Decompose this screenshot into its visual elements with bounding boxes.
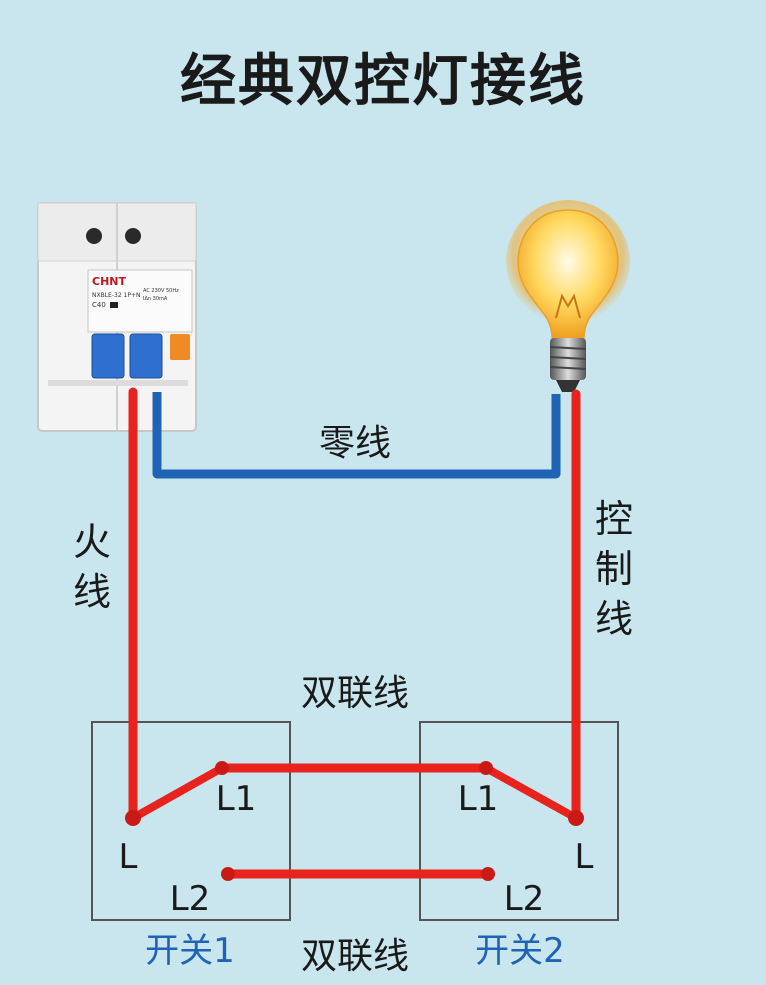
switch2-terminal-l2 bbox=[481, 867, 495, 881]
switch1-l1-label: L1 bbox=[216, 779, 257, 819]
live-label-2: 线 bbox=[73, 570, 111, 614]
breaker-test-button bbox=[170, 334, 190, 360]
neutral-label: 零线 bbox=[319, 423, 391, 464]
breaker-spec-2: IΔn 30mA bbox=[143, 296, 168, 302]
bulb-tip bbox=[556, 380, 580, 392]
breaker-screw-right bbox=[125, 228, 141, 244]
switch1-terminal-l bbox=[125, 810, 141, 826]
switch1-box bbox=[91, 721, 291, 921]
switch1-l2-label: L2 bbox=[170, 879, 211, 919]
breaker-lever-right bbox=[129, 333, 163, 379]
bulb-filament bbox=[555, 293, 581, 319]
switch2-l2-label: L2 bbox=[504, 879, 545, 919]
bulb-thread-3 bbox=[549, 366, 587, 370]
switch2-box bbox=[419, 721, 619, 921]
control-label-3: 线 bbox=[595, 597, 633, 641]
page-title: 经典双控灯接线 bbox=[180, 49, 586, 114]
switch1-terminal-l1 bbox=[215, 761, 229, 775]
circuit-breaker: CHNT NXBLE-32 1P+N C40 AC 230V 50Hz IΔn … bbox=[37, 202, 197, 432]
bulb-thread-1 bbox=[549, 346, 587, 350]
light-bulb bbox=[506, 200, 630, 392]
breaker-spec-1: AC 230V 50Hz bbox=[143, 288, 179, 294]
switch1-name: 开关1 bbox=[145, 931, 235, 971]
breaker-screw-left bbox=[86, 228, 102, 244]
switch2-l1-label: L1 bbox=[458, 779, 499, 819]
switch2-lever bbox=[482, 764, 580, 822]
switch1-lever bbox=[129, 764, 226, 822]
switch2-terminal-l1 bbox=[479, 761, 493, 775]
breaker-brand: CHNT bbox=[92, 275, 126, 288]
traveler-label-top: 双联线 bbox=[301, 673, 409, 714]
breaker-label-panel bbox=[87, 269, 193, 333]
breaker-bottom-strip bbox=[48, 380, 188, 386]
breaker-rating: C40 bbox=[92, 301, 106, 309]
neutral-wire bbox=[152, 392, 561, 479]
switch1-l-label: L bbox=[119, 837, 138, 877]
control-label-1: 控 bbox=[595, 497, 633, 541]
control-label-2: 制 bbox=[595, 547, 633, 591]
switch2-l-label: L bbox=[575, 837, 594, 877]
breaker-indicator bbox=[110, 302, 118, 308]
breaker-lever-left bbox=[91, 333, 125, 379]
bulb-glass bbox=[517, 209, 619, 339]
switch2-terminal-l bbox=[568, 810, 584, 826]
traveler-label-bottom: 双联线 bbox=[301, 936, 409, 977]
switch2-name: 开关2 bbox=[475, 931, 565, 971]
live-label-1: 火 bbox=[73, 520, 111, 564]
switch1-terminal-l2 bbox=[221, 867, 235, 881]
bulb-thread-2 bbox=[549, 356, 587, 360]
breaker-model: NXBLE-32 1P+N bbox=[92, 292, 141, 299]
